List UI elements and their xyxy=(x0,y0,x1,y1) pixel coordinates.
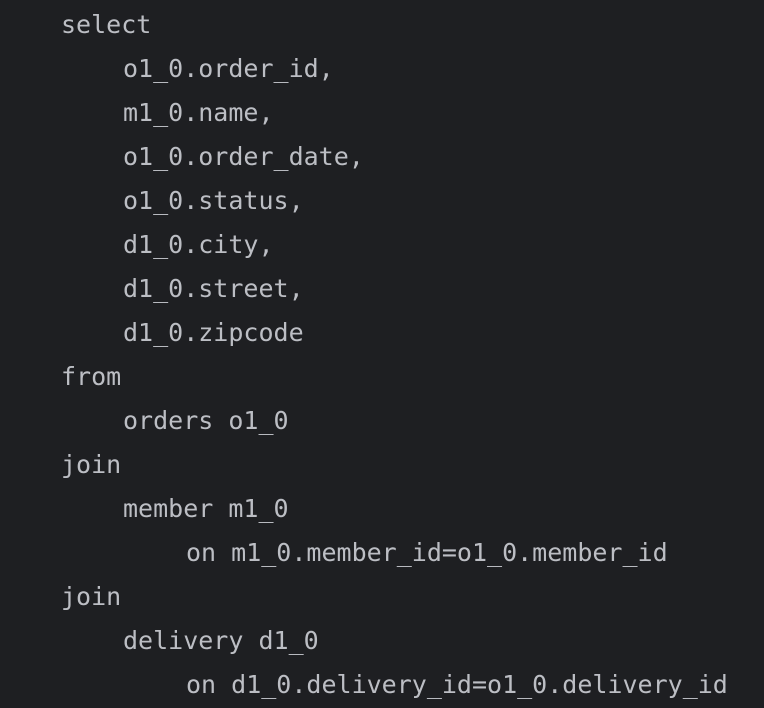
code-line-column-zipcode: d1_0.zipcode xyxy=(123,318,304,347)
code-line-column-order-id: o1_0.order_id, xyxy=(123,54,334,83)
code-line-column-order-date: o1_0.order_date, xyxy=(123,142,364,171)
code-line-table-member: member m1_0 xyxy=(123,494,289,523)
code-line-join-keyword: join xyxy=(61,582,122,611)
code-line-join-condition-delivery: on d1_0.delivery_id=o1_0.delivery_id xyxy=(186,670,728,699)
code-line-column-city: d1_0.city, xyxy=(123,230,274,259)
code-line-table-delivery: delivery d1_0 xyxy=(123,626,319,655)
code-line-column-street: d1_0.street, xyxy=(123,274,304,303)
code-line-from-keyword: from xyxy=(61,362,122,391)
code-line-table-orders: orders o1_0 xyxy=(123,406,289,435)
code-line-join-keyword: join xyxy=(61,450,122,479)
code-line-column-status: o1_0.status, xyxy=(123,186,304,215)
code-line-column-member-name: m1_0.name, xyxy=(123,98,274,127)
code-line-select-keyword: select xyxy=(61,10,152,39)
code-line-join-condition-member: on m1_0.member_id=o1_0.member_id xyxy=(186,538,668,567)
